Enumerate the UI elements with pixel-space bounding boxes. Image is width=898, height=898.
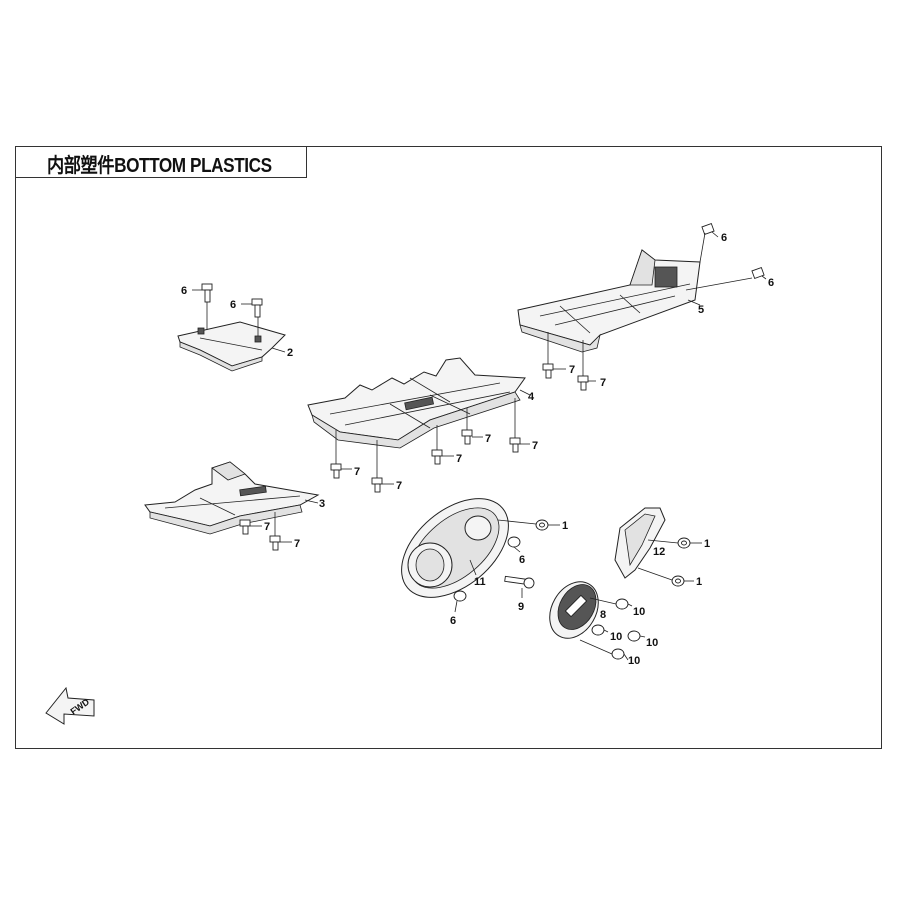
title-box (15, 146, 307, 178)
callout-6: 6 (181, 285, 187, 297)
bolt-6-b (251, 298, 263, 318)
bolt-7-b (577, 375, 589, 391)
part-8-round-cover (549, 581, 599, 639)
nut-1-a (535, 519, 549, 531)
bolt-6-c (701, 222, 715, 236)
bolt-7-i (269, 535, 281, 551)
nut-1-b (677, 537, 691, 549)
callout-7: 7 (532, 440, 538, 452)
callout-7: 7 (396, 480, 402, 492)
part-3-skid-plate (144, 461, 320, 535)
callout-12: 12 (653, 546, 665, 558)
bolt-6-a (201, 283, 213, 303)
callout-4: 4 (528, 391, 535, 403)
fwd-arrow: FWD (45, 686, 95, 725)
callout-6: 6 (519, 554, 525, 566)
callout-10: 10 (628, 655, 640, 667)
bolt-10-b (591, 624, 605, 636)
bolt-7-h (239, 519, 251, 535)
bolt-6-f (453, 590, 467, 602)
bolt-10-c (627, 630, 641, 642)
callout-6: 6 (768, 277, 774, 289)
part-4-skid-plate (307, 357, 526, 449)
page-title: 内部塑件BOTTOM PLASTICS (47, 155, 272, 177)
bolt-10-a (615, 598, 629, 610)
callout-10: 10 (610, 631, 622, 643)
callout-7: 7 (294, 538, 300, 550)
callout-7: 7 (485, 433, 491, 445)
bolt-7-f (330, 463, 342, 479)
callout-10: 10 (633, 606, 645, 618)
bolt-10-d (611, 648, 625, 660)
callout-8: 8 (600, 609, 606, 621)
callout-1: 1 (562, 520, 568, 532)
callout-2: 2 (287, 347, 293, 359)
callout-1: 1 (696, 576, 702, 588)
bolt-6-e (507, 536, 521, 548)
bolt-7-d (509, 437, 521, 453)
callout-7: 7 (600, 377, 606, 389)
bolt-7-e (431, 449, 443, 465)
bolt-7-c (461, 429, 473, 445)
callout-6: 6 (721, 232, 727, 244)
part-2-bracket (177, 321, 286, 372)
bolt-6-d (751, 266, 765, 280)
callout-5: 5 (698, 304, 704, 316)
callout-7: 7 (354, 466, 360, 478)
bolt-7-a (542, 363, 554, 379)
part-11-cvt-cover (401, 498, 509, 598)
callout-9: 9 (518, 601, 524, 613)
callout-10: 10 (646, 637, 658, 649)
part-12-side-guard (614, 507, 666, 579)
bolt-9 (504, 575, 535, 589)
callout-6: 6 (230, 299, 236, 311)
callout-3: 3 (319, 498, 325, 510)
drawing-frame (15, 146, 882, 749)
callout-6: 6 (450, 615, 456, 627)
nut-1-c (671, 575, 685, 587)
part-5-skid-plate (517, 249, 701, 353)
callout-7: 7 (264, 521, 270, 533)
callout-7: 7 (569, 364, 575, 376)
bolt-7-g (371, 477, 383, 493)
callout-1: 1 (704, 538, 710, 550)
callout-7: 7 (456, 453, 462, 465)
callout-11: 11 (474, 576, 486, 588)
